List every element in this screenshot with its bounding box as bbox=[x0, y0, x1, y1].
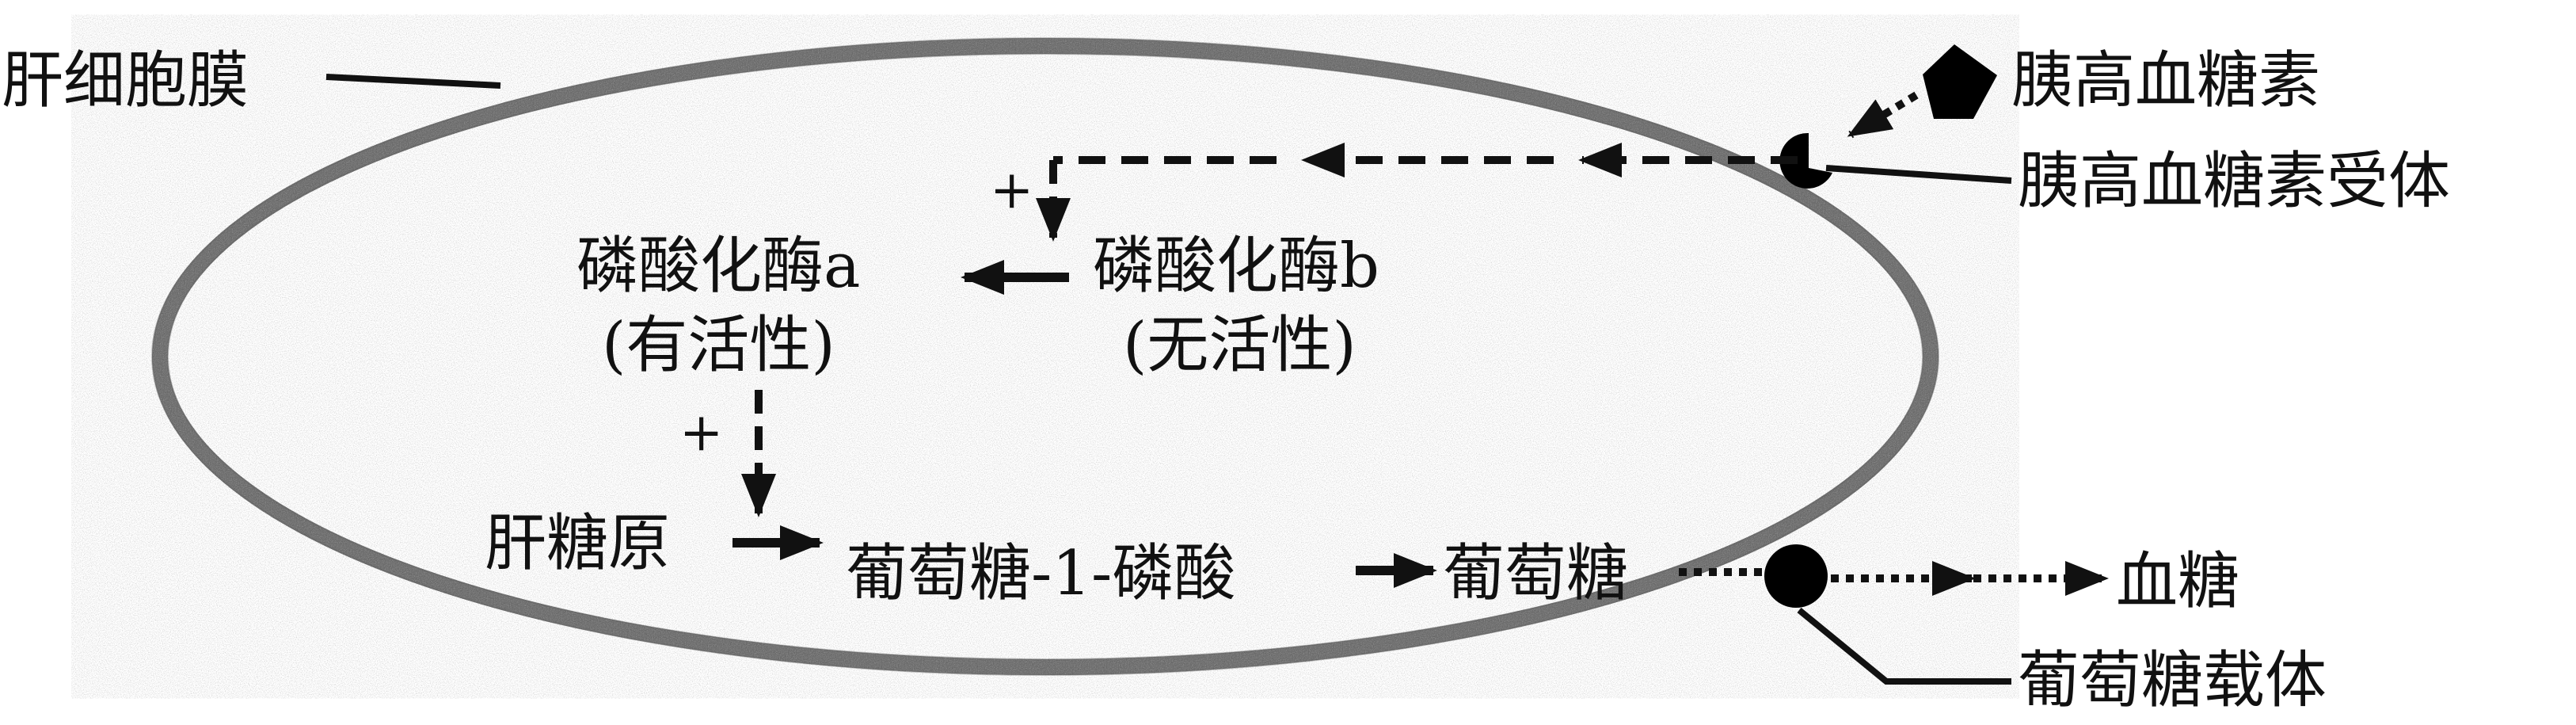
cell-membrane-inner-edge bbox=[167, 53, 1923, 660]
g1p-label: 葡萄糖-1-磷酸 bbox=[846, 538, 1235, 609]
glucose-transporter-icon bbox=[1764, 544, 1828, 608]
glucagon-molecule-icon bbox=[1923, 44, 1997, 119]
transporter-label: 葡萄糖载体 bbox=[2018, 645, 2327, 716]
glycogen-label: 肝糖原 bbox=[485, 508, 670, 579]
glucagon-label: 胰高血糖素 bbox=[2011, 45, 2320, 116]
active-label: (有活性) bbox=[602, 310, 835, 381]
cell-membrane-outer-edge bbox=[151, 37, 1939, 676]
glucose-label: 葡萄糖 bbox=[1443, 538, 1628, 609]
glucagon-receptor-icon bbox=[1779, 132, 1832, 189]
blood-glucose-label: 血糖 bbox=[2116, 546, 2239, 617]
membrane-label: 肝细胞膜 bbox=[2, 45, 249, 116]
inactive-label: (无活性) bbox=[1123, 310, 1356, 381]
transporter-leader-line bbox=[1797, 607, 2011, 685]
cell-membrane bbox=[152, 38, 1939, 675]
receptor-label: 胰高血糖素受体 bbox=[2018, 146, 2450, 217]
glucagon-binding-arrow bbox=[1847, 91, 1919, 139]
phosphorylase-b-label: 磷酸化酶b bbox=[1093, 231, 1379, 302]
membrane-leader-line bbox=[325, 74, 501, 89]
plus-sign-left: + bbox=[679, 402, 723, 463]
plus-sign-top: + bbox=[990, 159, 1033, 220]
phosphorylase-a-label: 磷酸化酶a bbox=[576, 231, 861, 302]
receptor-leader-line bbox=[1825, 165, 2012, 184]
